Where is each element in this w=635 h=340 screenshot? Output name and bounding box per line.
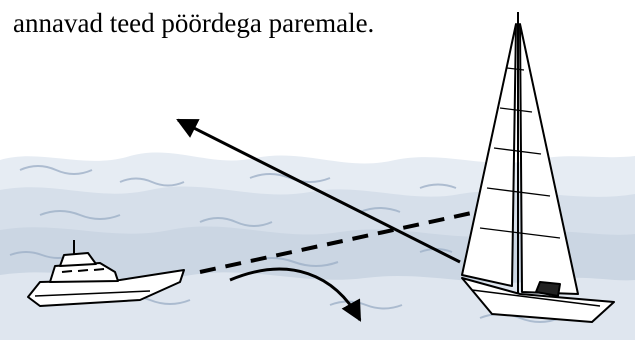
caption-text: annavad teed pöördega paremale. [13, 8, 375, 38]
turn-arrow-icon [229, 267, 362, 322]
sailboat-icon [461, 12, 615, 323]
sight-line [199, 210, 477, 274]
course-arrow-icon [176, 118, 461, 264]
motorboat-icon [27, 240, 185, 307]
